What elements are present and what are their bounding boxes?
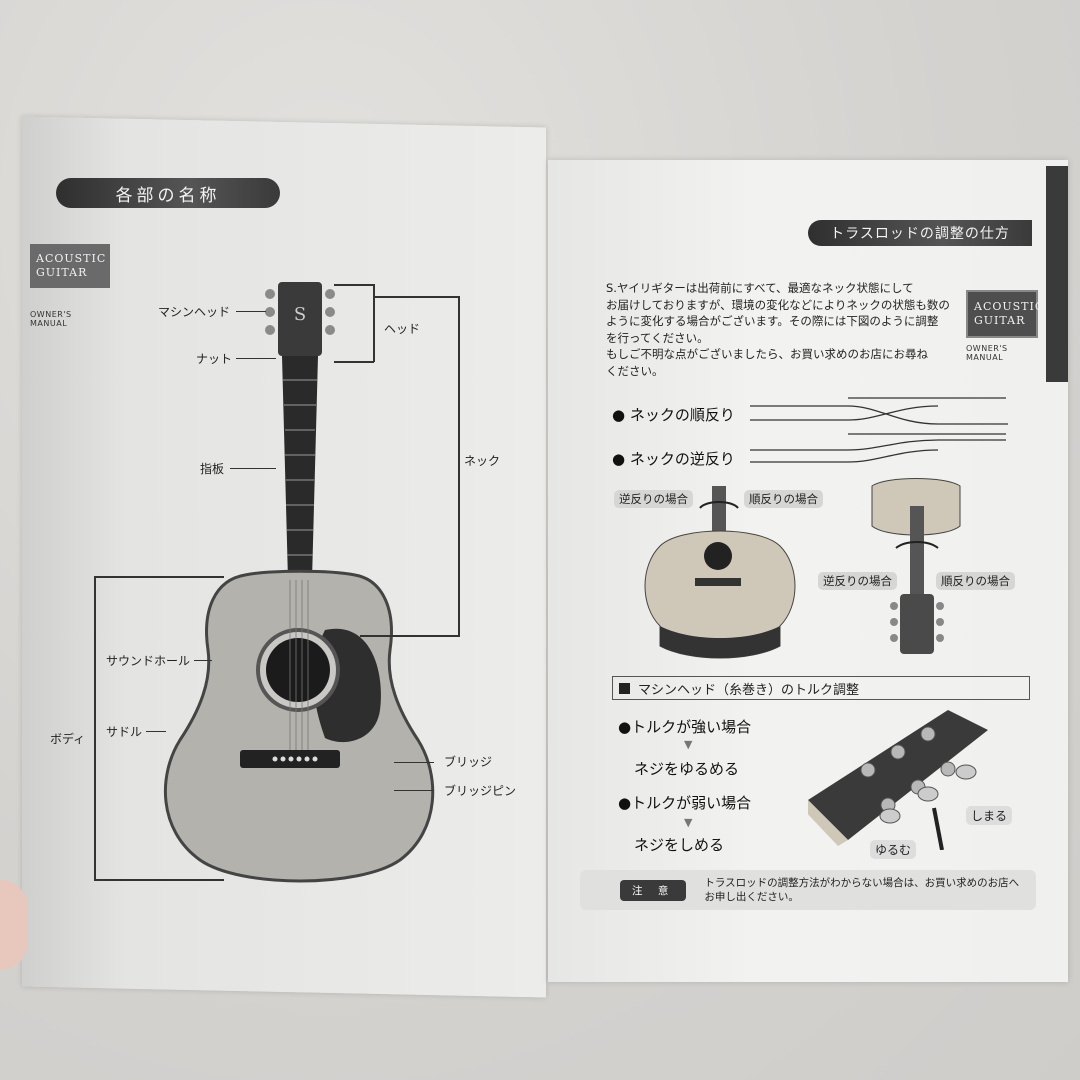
label-fingerboard: 指板 <box>200 462 225 476</box>
left-page-title: 各部の名称 <box>56 178 280 208</box>
intro-line: を行ってください。 <box>606 330 709 345</box>
guitar-photo-body <box>644 486 796 659</box>
label-shimaru: しまる <box>966 806 1013 825</box>
note-bar: 注 意 トラスロッドの調整方法がわからない場合は、お買い求めのお店へ お申し出く… <box>580 870 1036 910</box>
label-head: ヘッド <box>384 322 421 336</box>
left-brand-line2: GUITAR <box>36 266 88 279</box>
intro-line: ように変化する場合がございます。その際には下図のように調整 <box>606 314 939 328</box>
left-brand-line1: ACOUSTIC <box>36 252 107 265</box>
intro-line: S.ヤイリギターは出荷前にすべて、最適なネック状態にして <box>606 281 914 295</box>
guitar-photo-neck <box>871 478 961 654</box>
label-bridge-pin: ブリッジピン <box>444 784 517 798</box>
neck-forward-diagram <box>750 397 1008 425</box>
guitar-illustration: S <box>164 282 435 883</box>
pill-forward-1: 順反りの場合 <box>744 490 823 508</box>
intro-line: お届けしておりますが、環境の変化などによりネックの状態も数の <box>606 297 950 312</box>
right-brand: ACOUSTIC GUITAR OWNER'S MANUAL <box>966 290 1045 362</box>
left-brand: ACOUSTIC GUITAR OWNER'S MANUAL <box>30 244 110 328</box>
machine-section-title: マシンヘッド（糸巻き）のトルク調整 <box>638 682 860 698</box>
torque-weak: ●トルクが弱い場合 <box>618 794 752 812</box>
soundhole <box>266 638 330 702</box>
note-text: トラスロッドの調整方法がわからない場合は、お買い求めのお店へ お申し出ください。 <box>704 876 1019 904</box>
pill-forward-2: 順反りの場合 <box>936 572 1015 590</box>
loosen-screw: ネジをゆるめる <box>634 760 740 778</box>
tighten-screw: ネジをしめる <box>634 836 725 854</box>
machine-section-header: マシンヘッド（糸巻き）のトルク調整 <box>612 676 1030 700</box>
arrow-down-icon: ▼ <box>684 816 693 829</box>
label-saddle: サドル <box>106 725 143 739</box>
label-yurumu: ゆるむ <box>870 840 917 859</box>
neck-forward-label: ● ネックの順反り <box>612 406 735 424</box>
note-tag: 注 意 <box>620 879 687 901</box>
label-bridge: ブリッジ <box>444 755 493 769</box>
svg-text:S: S <box>294 304 306 325</box>
neck-reverse-label: ● ネックの逆反り <box>612 450 735 468</box>
right-brand-line1: ACOUSTIC <box>974 300 1045 313</box>
right-edge-bar <box>1046 166 1068 382</box>
right-page-title: トラスロッドの調整の仕方 <box>808 220 1032 246</box>
guitar-head <box>278 282 322 356</box>
right-brand-line2: GUITAR <box>974 314 1026 327</box>
thumb <box>0 880 28 970</box>
torque-strong: ●トルクが強い場合 <box>618 718 752 736</box>
arrow-down-icon: ▼ <box>684 738 693 751</box>
headstock-photo <box>808 710 988 850</box>
label-soundhole: サウンドホール <box>106 654 191 668</box>
note-line: トラスロッドの調整方法がわからない場合は、お買い求めのお店へ <box>704 877 1020 889</box>
right-brand-sub: OWNER'S MANUAL <box>966 344 1008 362</box>
label-nut: ナット <box>196 352 233 366</box>
pill-reverse-2: 逆反りの場合 <box>818 572 897 590</box>
intro-line: ください。 <box>606 363 664 378</box>
guitar-neck <box>282 356 318 580</box>
left-brand-sub: OWNER'S MANUAL <box>30 310 72 328</box>
label-body: ボディ <box>50 732 86 746</box>
label-neck: ネック <box>464 454 501 468</box>
label-machine-head: マシンヘッド <box>158 305 231 319</box>
intro-line: もしご不明な点がございましたら、お買い求めのお店にお尋ね <box>606 347 928 361</box>
square-bullet-icon <box>619 682 630 694</box>
neck-reverse-diagram <box>750 433 1006 463</box>
pill-reverse-1: 逆反りの場合 <box>614 490 693 508</box>
guitar-body <box>164 569 435 883</box>
note-line: お申し出ください。 <box>704 891 799 903</box>
intro-text: S.ヤイリギターは出荷前にすべて、最適なネック状態にして お届けしておりますが、… <box>606 280 966 379</box>
